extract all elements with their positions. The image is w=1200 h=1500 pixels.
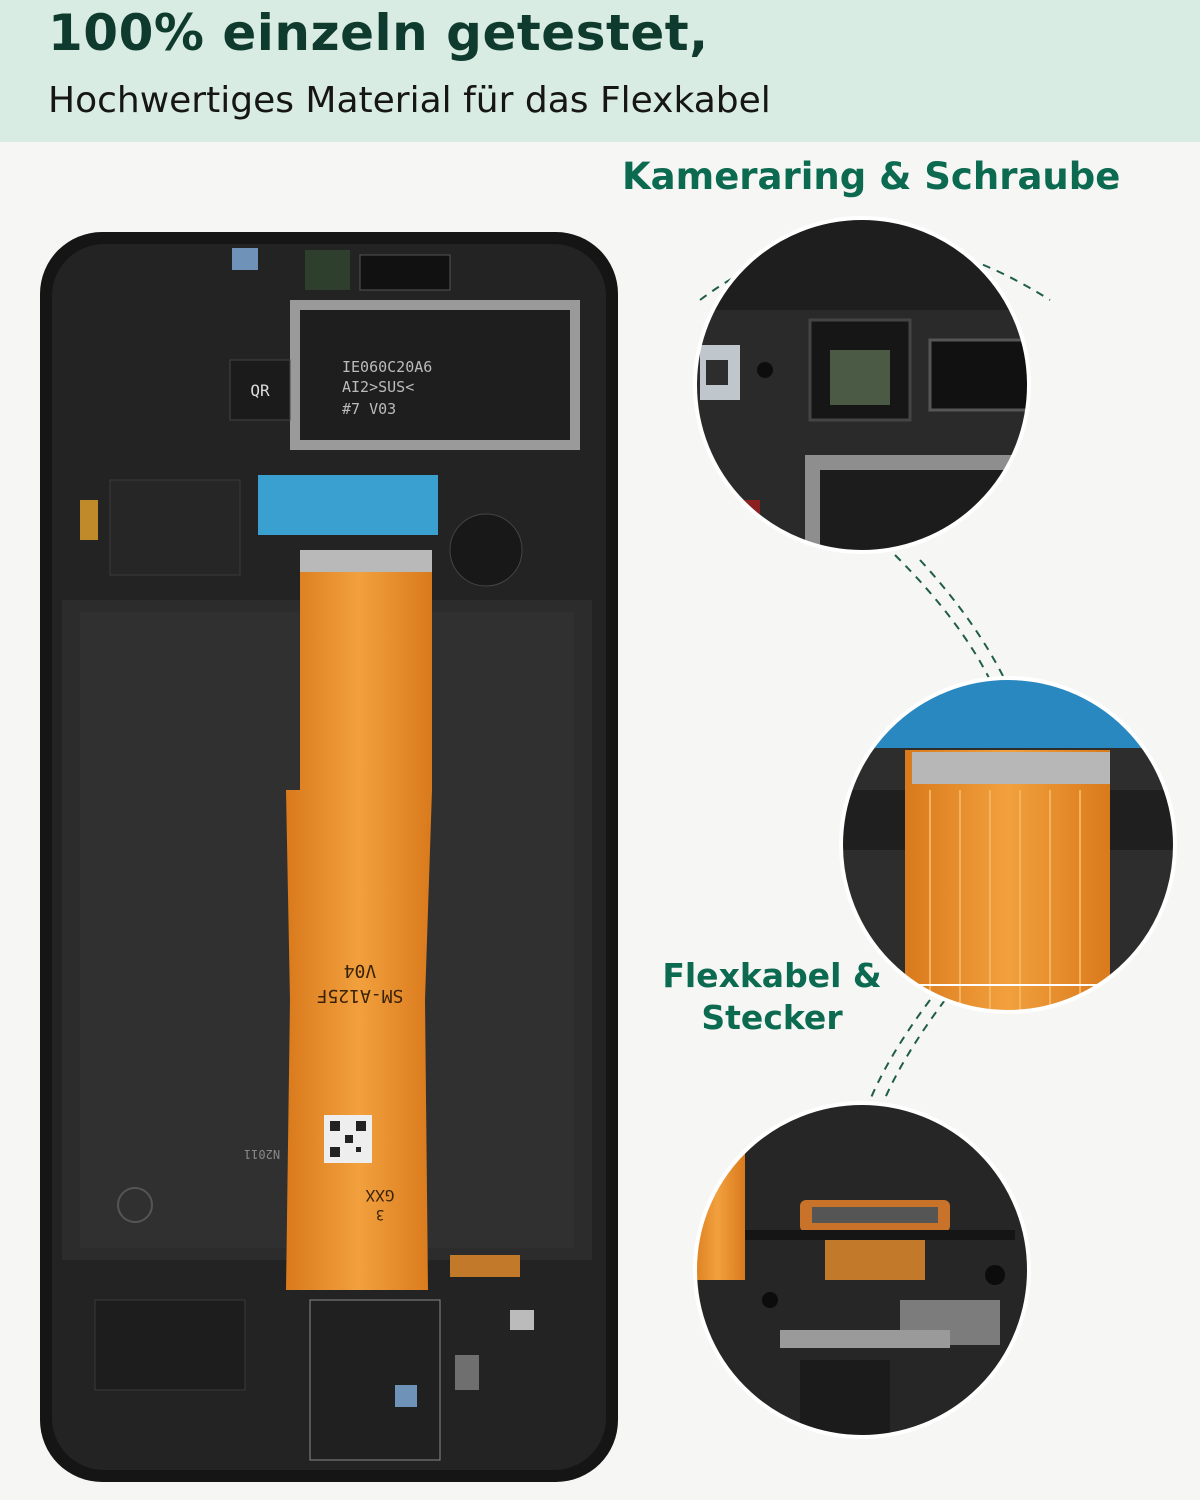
version-label: V04 — [344, 960, 377, 981]
camera-screw-pad — [232, 248, 258, 270]
subheadline: Hochwertiges Material für das Flexkabel — [48, 80, 771, 121]
qr-label: QR — [250, 381, 270, 400]
bottom-code: GXX — [365, 1186, 394, 1205]
callout-camera-ring: Kameraring & Schraube — [622, 155, 1121, 198]
panel-mark: N2011 — [244, 1147, 280, 1161]
zoom-camera-ring — [693, 216, 1031, 554]
callout-flex-cable: Flexkabel & Stecker — [662, 955, 882, 1039]
dashed-line-upper — [894, 554, 991, 681]
dashed-line-lower-2 — [865, 999, 931, 1111]
sticker-text-1: IE060C20A6 — [342, 358, 432, 376]
callout-flex-line2: Stecker — [701, 998, 843, 1037]
model-label: SM-A125F — [317, 985, 404, 1006]
qr-pad — [229, 359, 291, 421]
dashed-line-upper-2 — [919, 559, 1006, 681]
flex-cable — [286, 550, 432, 1290]
bottom-code-2: 3 — [376, 1206, 384, 1222]
zoom-flex-cable — [839, 676, 1177, 1014]
phone-frame: QR IE060C20A6 AI2>SUS< #7 V03 SM-A125F V… — [40, 232, 618, 1482]
flex-connector-plate — [300, 550, 432, 572]
zoom-connector — [693, 1101, 1031, 1439]
header-banner: 100% einzeln getestet, Hochwertiges Mate… — [0, 0, 1200, 142]
dashed-line-lower — [879, 999, 946, 1111]
callout-flex-line1: Flexkabel & — [662, 956, 882, 995]
sticker-text-2: AI2>SUS< — [342, 378, 414, 396]
bottom-connector — [450, 1255, 520, 1277]
sticker-text-3: #7 V03 — [342, 400, 396, 418]
headline: 100% einzeln getestet, — [48, 4, 709, 62]
blue-tape — [258, 475, 438, 535]
